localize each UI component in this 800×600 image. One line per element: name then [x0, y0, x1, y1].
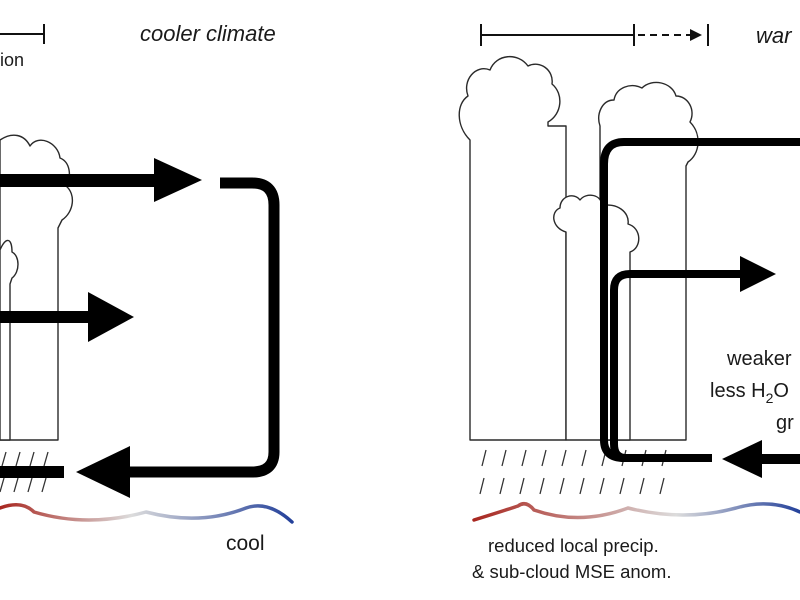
left-panel: ion cooler climate — [0, 21, 294, 555]
right-surface-line — [472, 502, 800, 522]
right-less-water-label: less H2O — [710, 380, 789, 406]
left-surface-inflow-bar — [0, 466, 64, 478]
left-middle-outflow-arrow — [0, 292, 134, 342]
right-weaker-label: weaker — [726, 348, 792, 370]
right-inner-circulation — [610, 270, 744, 462]
left-return-arrowhead — [76, 446, 130, 498]
left-panel-title: cooler climate — [140, 21, 276, 46]
right-short-cloud — [553, 194, 640, 441]
left-scale-label: ion — [0, 50, 24, 70]
left-upper-outflow-arrow — [0, 158, 202, 202]
right-gr-label: gr — [776, 412, 794, 434]
right-return-arrowhead — [722, 440, 762, 478]
left-tall-cloud — [0, 134, 73, 441]
left-short-cloud — [0, 239, 19, 441]
right-caption-line2: & sub-cloud MSE anom. — [472, 561, 671, 582]
right-panel-title: war — [756, 23, 793, 48]
left-scale-bar — [0, 24, 45, 44]
right-panel: war — [458, 23, 800, 582]
right-less-prefix: less H — [710, 380, 766, 402]
right-inner-arrowhead — [740, 256, 776, 292]
right-less-subscript: 2 — [766, 390, 774, 406]
left-surface-label: cool — [226, 532, 265, 555]
right-less-suffix: O — [773, 380, 789, 402]
left-surface-line — [0, 503, 294, 524]
right-return-bar — [748, 454, 800, 464]
right-tall-cloud — [458, 56, 567, 441]
right-rain — [479, 449, 667, 495]
right-caption-line1: reduced local precip. — [488, 535, 659, 556]
left-rain-light — [0, 451, 49, 493]
left-return-circulation — [128, 177, 280, 478]
right-scale-bar — [480, 24, 709, 46]
